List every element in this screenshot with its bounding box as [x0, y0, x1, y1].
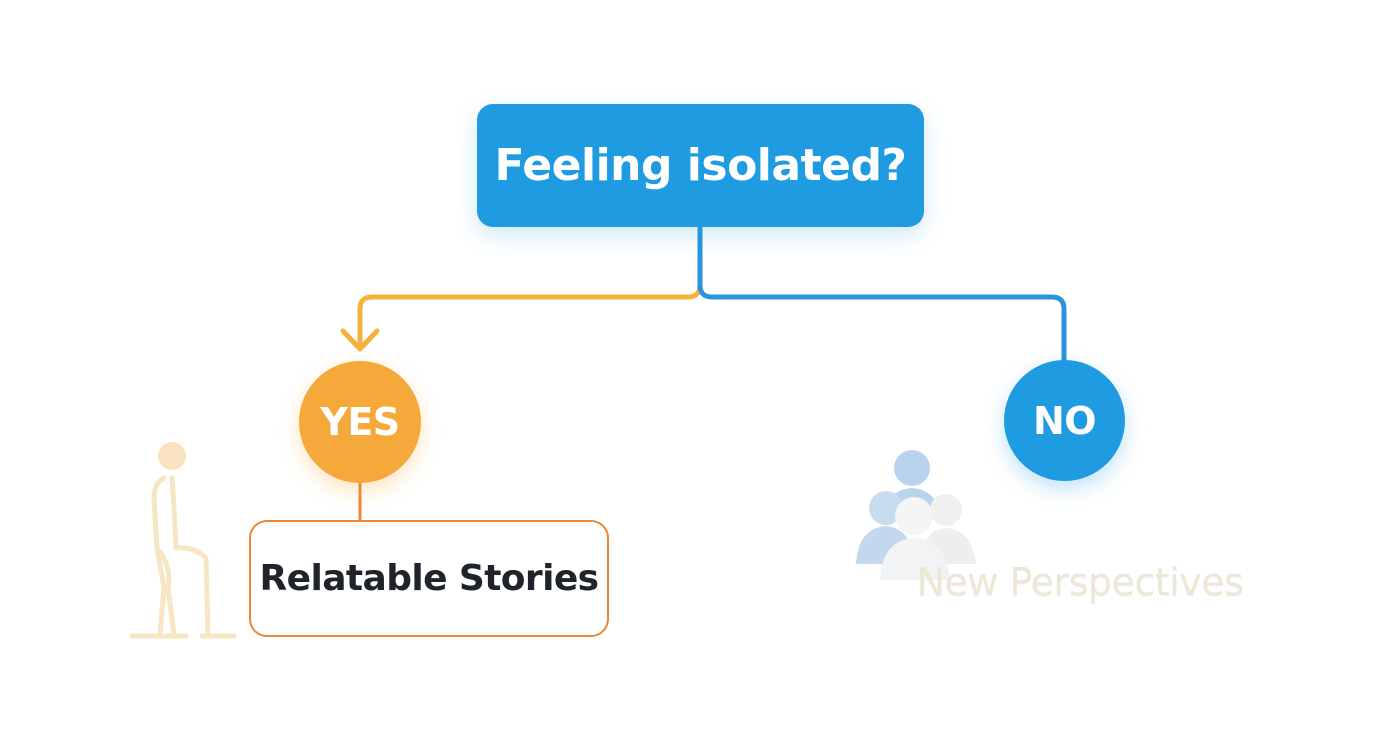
no-outcome-box: New Perspectives	[900, 556, 1260, 608]
no-answer-label: NO	[1032, 398, 1097, 443]
walking-person-icon	[129, 442, 237, 639]
no-outcome-label: New Perspectives	[916, 560, 1244, 604]
question-label: Feeling isolated?	[494, 140, 907, 191]
yes-answer-node: YES	[299, 361, 421, 483]
yes-answer-label: YES	[320, 400, 400, 444]
question-box: Feeling isolated?	[477, 104, 924, 227]
people-group-icon	[856, 450, 976, 580]
yes-outcome-label: Relatable Stories	[259, 558, 600, 599]
yes-outcome-box: Relatable Stories	[249, 520, 609, 637]
no-answer-node: NO	[1004, 360, 1125, 481]
no-branch-connector	[697, 282, 1067, 364]
yes-branch-connector	[357, 282, 703, 349]
yes-arrowhead	[340, 328, 380, 352]
